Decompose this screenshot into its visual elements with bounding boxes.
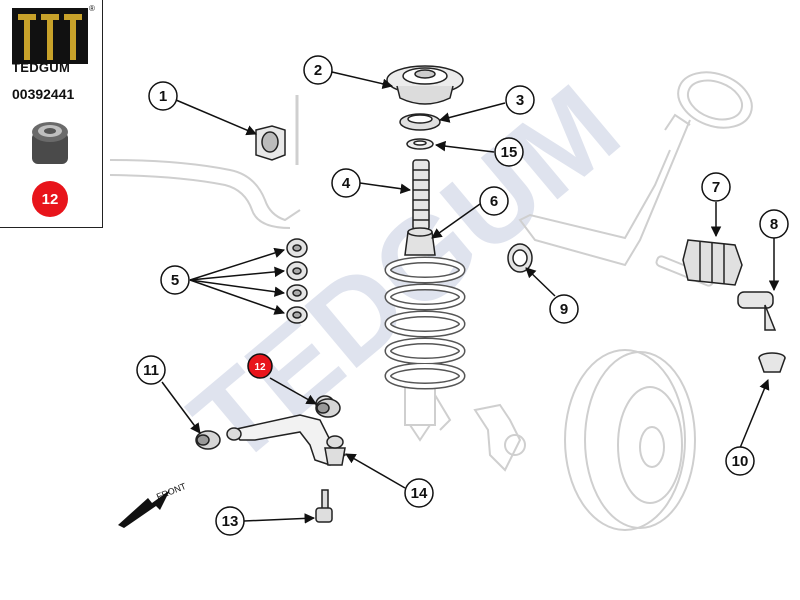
svg-text:7: 7 — [712, 179, 720, 196]
svg-text:6: 6 — [490, 193, 498, 210]
part-stabilizer-bushing — [255, 125, 286, 161]
part-tie-rod-end — [737, 291, 777, 331]
callout-13: 13 — [215, 506, 245, 536]
part-strut-mount — [386, 65, 464, 105]
callout-11: 11 — [136, 355, 166, 385]
brand-name: TEDGUM — [12, 60, 71, 75]
callout-10: 10 — [725, 446, 755, 476]
registered-mark: ® — [89, 4, 95, 13]
part-ball-joint-boot — [758, 352, 786, 373]
part-rack-bushing — [507, 243, 533, 273]
tedgum-logo — [12, 8, 88, 64]
svg-text:11: 11 — [143, 362, 159, 379]
svg-text:2: 2 — [314, 62, 322, 79]
callout-1: 1 — [148, 81, 178, 111]
callout-3: 3 — [505, 85, 535, 115]
part-bump-stop — [404, 227, 436, 256]
svg-text:5: 5 — [171, 272, 179, 289]
callout-2: 2 — [303, 55, 333, 85]
svg-text:13: 13 — [222, 513, 239, 530]
part-bushings-set — [286, 238, 308, 324]
part-washer — [406, 138, 434, 150]
svg-text:14: 14 — [411, 485, 428, 502]
callout-14: 14 — [404, 478, 434, 508]
front-arrow: FRONT — [118, 481, 188, 528]
svg-text:15: 15 — [501, 144, 518, 161]
callout-15: 15 — [494, 137, 524, 167]
svg-text:9: 9 — [560, 301, 568, 318]
leader-lines — [161, 71, 780, 524]
product-info-box: ® TEDGUM 00392441 12 — [0, 0, 103, 228]
callout-8: 8 — [759, 209, 789, 239]
callouts: 1 2 3 4 5 6 7 8 9 10 11 12 13 14 15 — [136, 55, 789, 536]
callout-9: 9 — [549, 294, 579, 324]
front-label: FRONT — [155, 481, 188, 502]
svg-text:8: 8 — [770, 216, 778, 233]
svg-text:4: 4 — [342, 175, 351, 192]
part-steering-boot — [682, 239, 743, 286]
callout-6: 6 — [479, 186, 509, 216]
part-code: 00392441 — [12, 86, 75, 102]
svg-text:1: 1 — [159, 88, 167, 105]
callout-7: 7 — [701, 172, 731, 202]
part-ball-stud — [315, 489, 333, 523]
callout-5: 5 — [160, 265, 190, 295]
part-dust-boot — [412, 159, 430, 231]
part-ball-joint — [324, 435, 346, 466]
svg-text:3: 3 — [516, 92, 524, 109]
part-arm-bushing-rear — [315, 398, 341, 418]
bushing-photo-icon — [32, 122, 68, 164]
svg-text:12: 12 — [254, 362, 266, 373]
part-bearing — [399, 113, 441, 131]
main-parts — [195, 65, 786, 523]
callout-12: 12 — [247, 353, 273, 379]
svg-text:10: 10 — [732, 453, 749, 470]
part-arm-bushing-front — [195, 430, 221, 450]
highlight-badge: 12 — [32, 181, 68, 217]
callout-4: 4 — [331, 168, 361, 198]
